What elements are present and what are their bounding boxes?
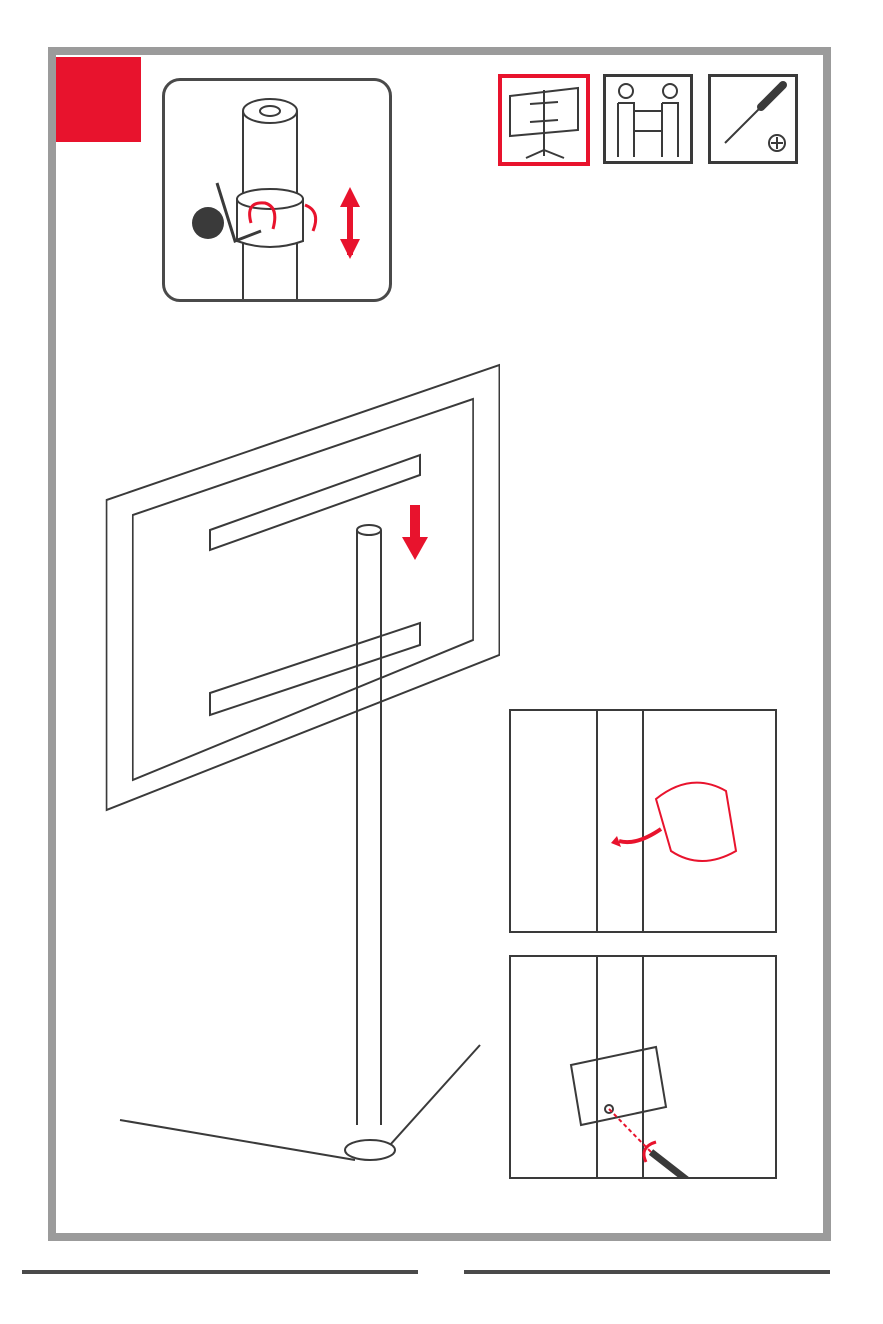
main-illustration — [100, 355, 500, 1195]
open-clamp-icon — [656, 783, 736, 861]
footer-rule-right — [464, 1270, 830, 1274]
mounting-rail-top — [210, 455, 420, 550]
step-badge — [56, 57, 141, 142]
stand-base — [120, 1045, 480, 1160]
two-people-lifting-icon — [603, 74, 693, 164]
screwdriver-icon — [651, 1152, 696, 1177]
mounting-rail-bottom — [210, 623, 420, 715]
up-down-arrow-icon — [340, 187, 360, 259]
inset-screw-detail — [509, 955, 777, 1179]
pole-collar-icon — [237, 99, 303, 299]
pole-icon — [597, 711, 643, 931]
swing-arrow-icon — [611, 829, 661, 847]
inset-clamp-detail — [509, 709, 777, 933]
stand-pole — [357, 525, 381, 1125]
pole-icon — [597, 957, 643, 1177]
footer-rule-left — [22, 1270, 418, 1274]
black-dot-marker — [192, 207, 224, 239]
closed-clamp-icon — [571, 1047, 666, 1125]
detail-callout — [162, 78, 392, 302]
down-arrow-icon — [402, 505, 428, 560]
assembled-stand-icon — [498, 74, 590, 166]
tv-back-panel — [107, 365, 500, 810]
phillips-screwdriver-icon — [708, 74, 798, 164]
